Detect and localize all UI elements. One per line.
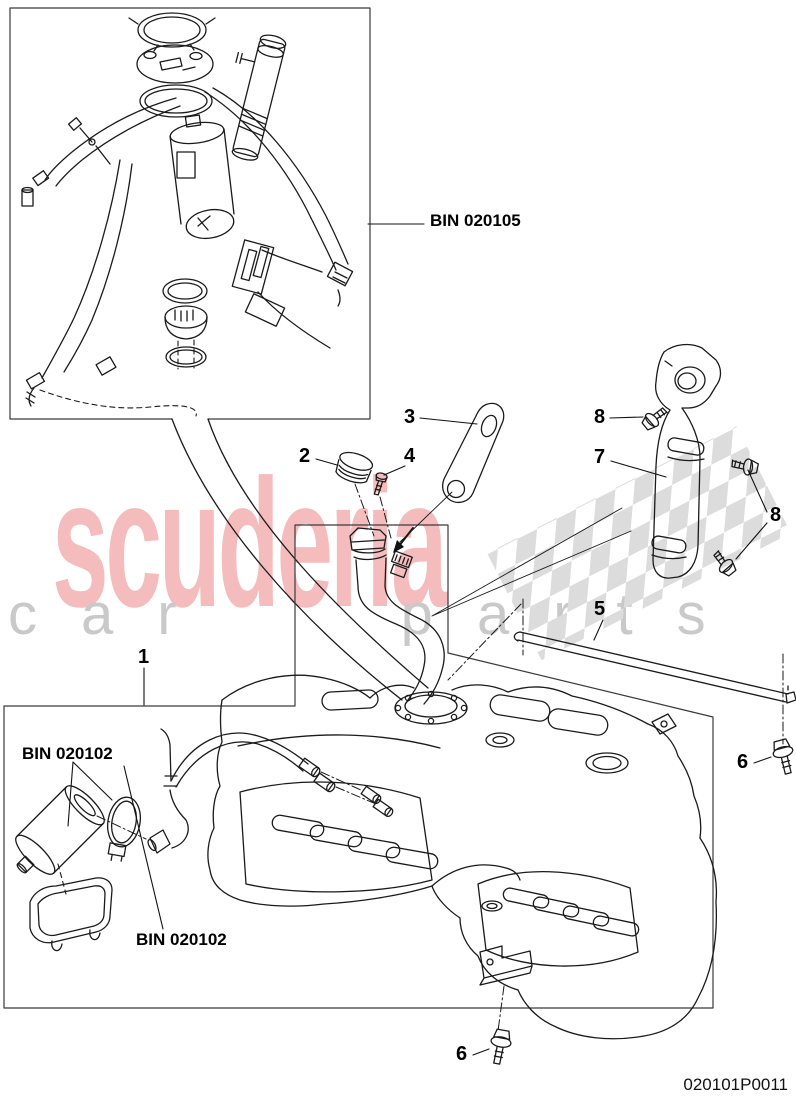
bin-label-fuel-filter-upper: BIN 020102	[22, 744, 113, 763]
strainer-stack	[162, 278, 208, 370]
filter-bracket	[29, 877, 113, 952]
callout-2: 2	[299, 445, 311, 467]
callout-7: 7	[594, 446, 606, 468]
callout-6-bottom: 6	[456, 1043, 468, 1065]
tank-assembly-box	[3, 524, 714, 1009]
filter-clamp	[107, 796, 141, 862]
tank-strap-drawing	[447, 598, 796, 745]
fuel-level-sender	[231, 239, 331, 349]
seal-ring-top	[139, 84, 213, 118]
callout-6-strap: 6	[737, 751, 749, 773]
callout-4: 4	[404, 445, 416, 467]
fuel-filter	[15, 785, 105, 875]
right-fuel-hoses	[204, 87, 354, 307]
bolt-6-bottom	[486, 1027, 514, 1067]
shield-bracket-drawing	[651, 343, 722, 579]
fuel-filter-drawing	[15, 728, 377, 952]
screw4-align-line	[379, 496, 392, 539]
filler-neck-drawing	[349, 491, 453, 705]
pump-module	[169, 114, 235, 240]
fuel-cap-drawing	[335, 451, 374, 484]
screw-8-upper	[638, 402, 670, 434]
vent-tube	[231, 34, 287, 161]
callout-5: 5	[594, 598, 606, 620]
checkered-flag-watermark	[487, 426, 792, 661]
bolt-align-line	[497, 985, 505, 1032]
filter-hoses	[147, 728, 377, 854]
bin-label-pump-assembly: BIN 020105	[430, 211, 521, 230]
breather-hose-to-tank	[171, 418, 429, 701]
cap-align-line	[354, 483, 375, 537]
pump-assembly-box	[9, 7, 425, 420]
callout-leader-lines	[67, 416, 772, 1056]
dashed-hose	[39, 389, 197, 417]
lock-ring	[128, 12, 216, 52]
fuel-pump-assembly-drawing	[21, 12, 354, 417]
filler-pipe-pointer-lines	[431, 507, 632, 617]
callout-1: 1	[138, 646, 150, 668]
callout-8-top: 8	[594, 406, 606, 428]
callout-8-right: 8	[770, 504, 782, 526]
pump-flange	[136, 44, 214, 84]
left-fuel-hoses	[21, 97, 181, 407]
bin-label-fuel-filter-lower: BIN 020102	[136, 930, 227, 949]
fuel-tank-drawing	[207, 674, 718, 1040]
bracket-3-drawing	[442, 402, 505, 504]
screw-4-drawing	[373, 472, 388, 496]
part-number: 020101P0011	[683, 1075, 788, 1094]
callout-3: 3	[404, 406, 416, 428]
